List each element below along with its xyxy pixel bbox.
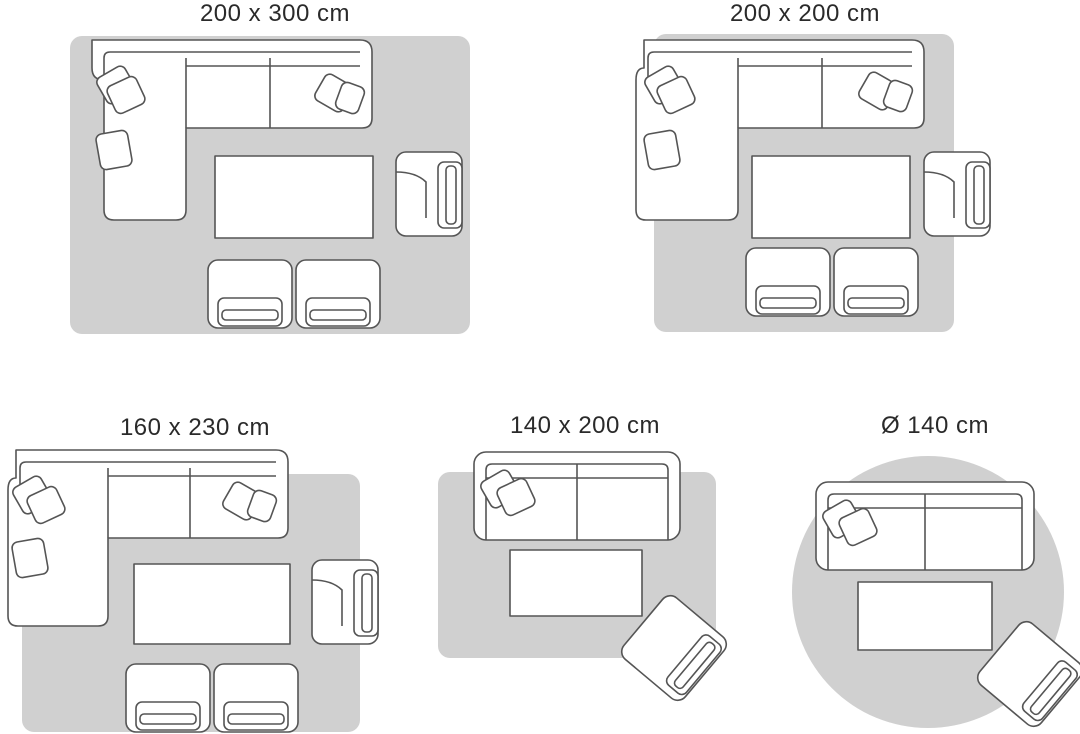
cushion: [95, 129, 133, 171]
rug-size-label: 160 x 230 cm: [119, 414, 271, 441]
rug-size-label: Ø 140 cm: [880, 412, 990, 439]
armchair: [295, 259, 381, 329]
corner-sofa: [635, 39, 925, 221]
coffee-table: [214, 155, 374, 239]
layout-rug-160x230: [4, 448, 384, 734]
corner-sofa: [7, 449, 289, 627]
corner-sofa: [91, 39, 373, 221]
floorplan-160x230: [7, 449, 379, 733]
layout-rug-200x200: [632, 34, 1002, 334]
armchair: [833, 247, 919, 317]
armchair: [395, 151, 463, 237]
floorplan-round-140: [792, 456, 1080, 728]
armchair: [976, 620, 1080, 728]
floorplan-200x200: [635, 34, 991, 332]
floorplan-200x300: [70, 36, 470, 334]
armchair: [923, 151, 991, 237]
armchair: [745, 247, 831, 317]
floorplan-140x200: [438, 451, 728, 702]
cushion: [246, 489, 278, 523]
coffee-table: [509, 549, 643, 617]
coffee-table: [857, 581, 993, 651]
cushion: [11, 537, 49, 579]
cushion: [26, 485, 66, 525]
coffee-table: [751, 155, 911, 239]
rug-size-label: 140 x 200 cm: [509, 412, 661, 439]
layout-rug-round-140: [790, 446, 1080, 734]
coffee-table: [133, 563, 291, 645]
rug-size-label: 200 x 300 cm: [199, 0, 351, 27]
sofa: [815, 481, 1035, 571]
armchair: [620, 594, 728, 702]
cushion: [656, 75, 696, 115]
armchair: [125, 663, 211, 733]
cushion: [496, 477, 536, 517]
layout-rug-200x300: [70, 36, 472, 336]
cushion: [838, 507, 878, 547]
armchair: [207, 259, 293, 329]
cushion: [882, 79, 914, 113]
cushion: [106, 75, 146, 115]
sofa: [473, 451, 681, 541]
rug-size-label: 200 x 200 cm: [729, 0, 881, 27]
layout-rug-140x200: [436, 448, 736, 718]
cushion: [334, 81, 366, 115]
armchair: [213, 663, 299, 733]
armchair: [311, 559, 379, 645]
cushion: [643, 129, 681, 171]
